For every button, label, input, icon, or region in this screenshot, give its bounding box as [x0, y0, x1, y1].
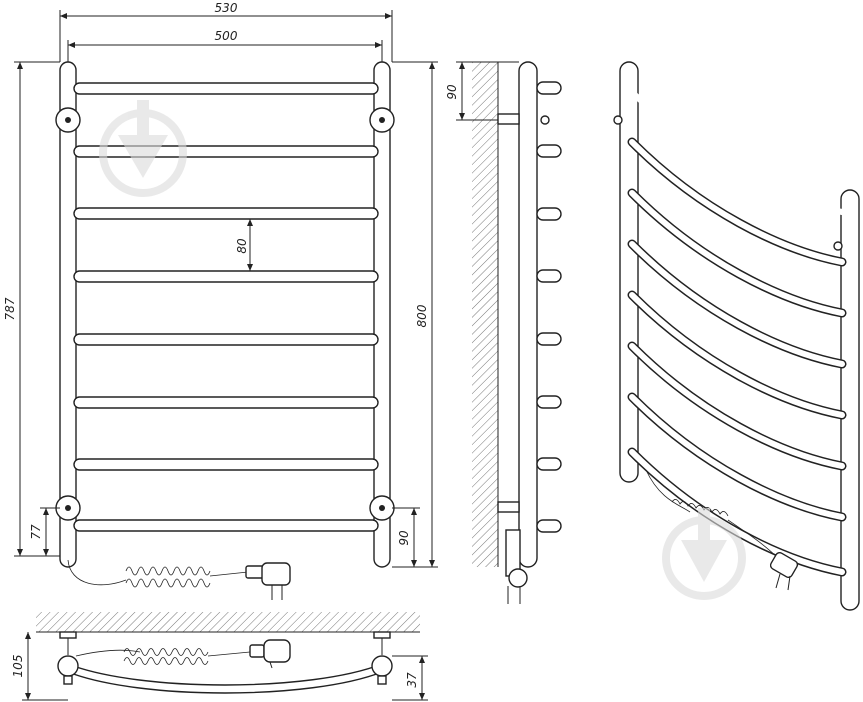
dim-label-105: 105 — [11, 655, 25, 678]
top-view: 105 37 — [11, 612, 428, 701]
rail — [73, 396, 379, 409]
dim-label-90-top: 90 — [445, 84, 459, 100]
wall-brackets — [55, 107, 395, 521]
perspective-right-post — [840, 189, 860, 611]
rail — [73, 145, 379, 158]
dim-label-500: 500 — [215, 29, 238, 43]
perspective-left-post — [619, 61, 639, 483]
front-view: 530 500 80 — [3, 1, 438, 600]
watermark-logo-icon — [99, 100, 187, 197]
rail — [73, 82, 379, 95]
dim-label-37: 37 — [405, 672, 419, 688]
dim-label-90-bottom: 90 — [397, 530, 411, 546]
perspective-plug-icon — [769, 551, 799, 591]
plug-icon — [261, 562, 291, 600]
right-post — [373, 61, 391, 568]
rail — [73, 458, 379, 471]
dim-label-787: 787 — [3, 297, 17, 320]
wall-hatch — [472, 62, 498, 567]
rails — [73, 82, 379, 532]
top-wall-hatch — [36, 612, 420, 632]
perspective-view — [613, 61, 860, 611]
dim-label-77: 77 — [29, 524, 43, 540]
watermark-logo-icon — [662, 508, 746, 600]
top-plug-icon — [249, 639, 291, 669]
rail — [73, 207, 379, 220]
dim-label-80: 80 — [235, 238, 249, 254]
rail-ends — [536, 81, 562, 533]
side-view: 90 — [445, 61, 562, 604]
rail — [73, 519, 379, 532]
dim-label-800: 800 — [415, 304, 429, 327]
perspective-rails — [627, 89, 847, 577]
rail — [73, 333, 379, 346]
side-post — [518, 61, 538, 568]
rail — [73, 270, 379, 283]
left-post — [59, 61, 77, 568]
power-cable — [67, 559, 265, 588]
dim-label-530: 530 — [215, 1, 238, 15]
